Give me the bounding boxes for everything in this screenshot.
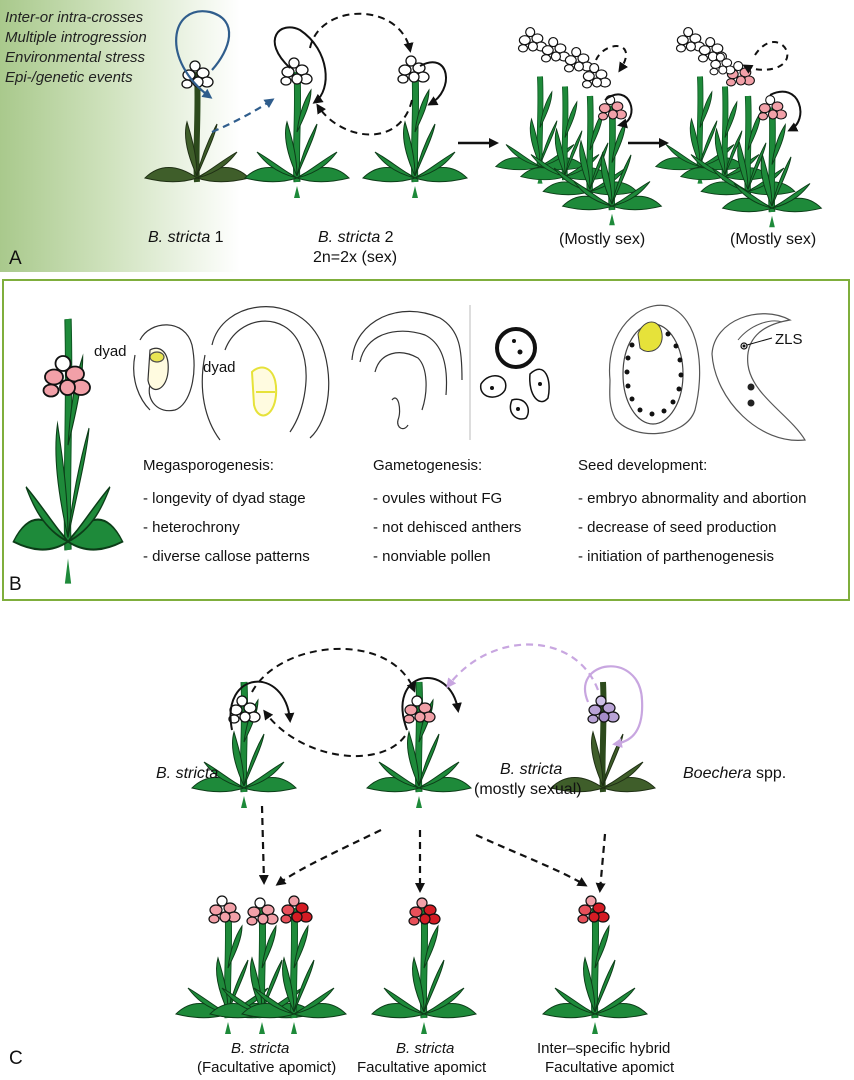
dashed-loop-arrow (595, 45, 629, 73)
ovule-sketch-fg (351, 310, 463, 430)
group2-label: (Mostly sex) (730, 231, 817, 248)
list-item: - ovules without FG (373, 490, 503, 507)
dashed-cross-arrow (263, 709, 406, 757)
bottom2-sub: Facultative apomict (357, 1059, 487, 1076)
gametogenesis-list: Gametogenesis: - ovules without FG - not… (373, 457, 521, 571)
seed-development-list: Seed development: - embryo abnormality a… (578, 457, 806, 571)
plant-a1 (145, 60, 249, 182)
spp-suffix: spp. (751, 765, 787, 782)
plant2-ploidy: 2n=2x (sex) (313, 249, 398, 266)
stress-line: Inter-or intra-crosses (5, 9, 144, 26)
list-title: Megasporogenesis: (143, 457, 274, 474)
list-item: - longevity of dyad stage (143, 490, 306, 507)
top1-label: B. stricta (156, 765, 219, 782)
bottom1-label: B. stricta (231, 1040, 290, 1057)
pollen-grains (480, 327, 550, 420)
stress-line: Epi-/genetic events (5, 69, 133, 86)
self-loop-arrow (769, 90, 802, 132)
self-loop-arrow (604, 93, 633, 129)
genus-name: Boechera (683, 765, 752, 782)
megasporogenesis-list: Megasporogenesis: - longevity of dyad st… (143, 457, 310, 571)
list-item: - decrease of seed production (578, 519, 777, 536)
list-item: - not dehisced anthers (373, 519, 522, 536)
stress-line: Multiple introgression (5, 29, 147, 46)
plant-c-top-3 (551, 682, 655, 792)
plant1-label: B. stricta 1 (148, 229, 224, 247)
list-item: - diverse callose patterns (143, 548, 310, 565)
panel-letter-c: C (9, 1048, 23, 1069)
panel-b-box (2, 279, 850, 601)
list-item: - nonviable pollen (373, 548, 491, 565)
plant-c-bottom-1 (176, 895, 346, 1034)
self-loop-arrow (401, 676, 462, 731)
species-name: B. stricta (318, 229, 381, 246)
panel-letter-b: B (9, 574, 22, 595)
plant-c-bottom-3 (543, 895, 647, 1034)
bottom3-sub: Facultative apomict (545, 1059, 675, 1076)
dyad-label: dyad (203, 359, 236, 376)
self-loop-arrow-purple (584, 665, 644, 748)
list-title: Seed development: (578, 457, 708, 474)
dashed-cross-arrow (251, 648, 417, 693)
list-item: - initiation of parthenogenesis (578, 548, 774, 565)
dashed-down-arrow (475, 833, 588, 887)
plant-number: 2 (380, 229, 394, 246)
list-title: Gametogenesis: (373, 457, 483, 474)
top2-label: B. stricta (500, 761, 563, 778)
plant-a3 (363, 55, 467, 198)
group1-label: (Mostly sex) (559, 231, 646, 248)
top2-sub: (mostly sexual) (474, 781, 582, 798)
embryo-sac-sketch (608, 304, 701, 435)
stress-line: Environmental stress (5, 49, 146, 66)
panel-a-gradient (0, 0, 240, 272)
bottom2-label: B. stricta (396, 1040, 455, 1057)
list-item: - embryo abnormality and abortion (578, 490, 807, 507)
dashed-arrow-blue (211, 98, 275, 134)
plant-a2 (245, 57, 349, 198)
self-loop-arrow (229, 680, 295, 731)
dyad-label: dyad (94, 343, 127, 360)
bottom3-label: Inter–specific hybrid (537, 1040, 671, 1057)
ovule-sketch-dyad-2 (201, 306, 330, 441)
top3-label: Boechera spp. (683, 765, 786, 783)
plant-c-bottom-2 (372, 897, 476, 1034)
dashed-loop-arrow (742, 41, 789, 74)
dashed-arrow-purple (446, 643, 600, 691)
seed-sketch-zls (711, 313, 806, 441)
dashed-down-arrow (258, 805, 269, 885)
dashed-down-arrow (275, 829, 382, 886)
list-item: - heterochrony (143, 519, 240, 536)
plant2-label: B. stricta 2 (318, 229, 394, 247)
stress-list: Inter-or intra-crosses Multiple introgre… (5, 8, 147, 88)
panel-letter-a: A (9, 248, 22, 269)
self-loop-arrow (419, 61, 447, 106)
plant-group-2 (656, 27, 822, 228)
plant-group-1 (496, 27, 662, 226)
dashed-down-arrow (595, 833, 607, 893)
self-loop-arrow (273, 26, 327, 104)
self-loop-arrow-blue (175, 10, 231, 99)
zls-label: ZLS (775, 331, 803, 348)
ovule-sketch-dyad-1 (133, 324, 195, 412)
plant-number: 1 (210, 229, 224, 246)
species-name: B. stricta (148, 229, 211, 246)
plant-c-top-1 (192, 682, 296, 808)
dashed-cross-arrow (316, 99, 413, 136)
bottom1-sub: (Facultative apomict) (197, 1059, 337, 1076)
dashed-cross-arrow (309, 12, 414, 53)
